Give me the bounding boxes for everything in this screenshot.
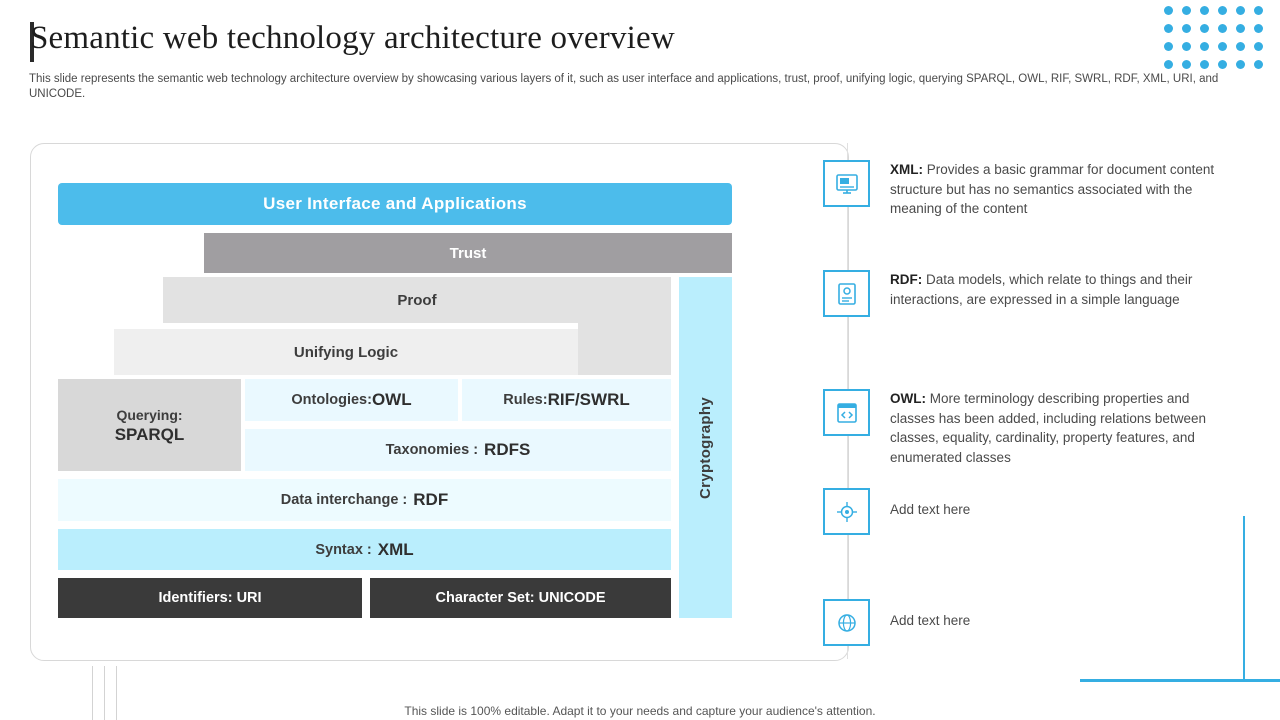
querying-value: SPARQL [114,425,185,444]
layer-character-set-unicode[interactable]: Character Set: UNICODE [370,578,671,618]
dot-grid-decoration [1164,6,1272,78]
xml-document-icon [823,160,870,207]
syntax-label: Syntax : [315,541,372,558]
bullet-body-owl: More terminology describing properties a… [890,391,1206,465]
syntax-value: XML [377,539,414,559]
layer-unifying-logic[interactable]: Unifying Logic [114,329,578,375]
layer-user-interface[interactable]: User Interface and Applications [58,183,732,225]
bullet-text-xml: XML: Provides a basic grammar for docume… [890,160,1225,219]
layer-syntax-xml[interactable]: Syntax : XML [58,529,671,570]
bullet-text-placeholder-2: Add text here [890,613,971,628]
bullet-item-xml: XML: Provides a basic grammar for docume… [823,160,1225,219]
data-interchange-value: RDF [413,490,449,509]
page-subtitle: This slide represents the semantic web t… [29,73,1219,100]
bullet-text-placeholder-1: Add text here [890,502,971,517]
rdf-document-icon [823,270,870,317]
bullet-body-xml: Provides a basic grammar for document co… [890,162,1215,216]
owl-code-icon [823,389,870,436]
footer-accent-horizontal [1080,679,1280,682]
bullet-body-rdf: Data models, which relate to things and … [890,272,1193,307]
layer-identifiers-uri[interactable]: Identifiers: URI [58,578,362,618]
layer-data-interchange-rdf[interactable]: Data interchange : RDF [58,479,671,521]
bullet-text-owl: OWL: More terminology describing propert… [890,389,1225,467]
taxonomies-value: RDFS [484,440,531,459]
bullet-title-owl: OWL: [890,391,926,406]
layer-ontologies-owl[interactable]: Ontologies: OWL [245,379,458,421]
layer-proof[interactable]: Proof [163,277,671,323]
footer-line-3 [116,666,117,720]
footer-line-2 [104,666,105,720]
page-title: Semantic web technology architecture ove… [30,20,675,56]
bullet-item-owl: OWL: More terminology describing propert… [823,389,1225,467]
globe-network-icon [823,599,870,646]
data-interchange-label: Data interchange : [280,492,408,508]
ontologies-label: Ontologies: [291,392,372,408]
footer-accent-vertical [1243,516,1245,681]
layer-rules-rif-swrl[interactable]: Rules: RIF/SWRL [462,379,671,421]
layer-cryptography[interactable]: Cryptography [679,277,732,618]
network-brain-icon [823,488,870,535]
taxonomies-label: Taxonomies : [385,442,479,458]
bullet-text-rdf: RDF: Data models, which relate to things… [890,270,1225,317]
bullet-title-rdf: RDF: [890,272,923,287]
bullet-item-rdf: RDF: Data models, which relate to things… [823,270,1225,317]
ontologies-value: OWL [371,390,412,409]
title-accent-rule [30,22,34,62]
querying-label: Querying: [116,407,183,423]
bullet-item-placeholder-2: Add text here [823,599,1225,646]
rules-label: Rules: [503,392,548,408]
footer-note: This slide is 100% editable. Adapt it to… [404,704,876,718]
cryptography-label: Cryptography [697,396,714,499]
bullet-title-xml: XML: [890,162,923,177]
rules-value: RIF/SWRL [547,390,630,409]
layer-taxonomies-rdfs[interactable]: Taxonomies : RDFS [245,429,671,471]
bullet-item-placeholder-1: Add text here [823,488,1225,535]
layer-querying-sparql[interactable]: Querying: SPARQL [58,379,241,471]
footer-line-1 [92,666,93,720]
layer-trust[interactable]: Trust [204,233,732,273]
